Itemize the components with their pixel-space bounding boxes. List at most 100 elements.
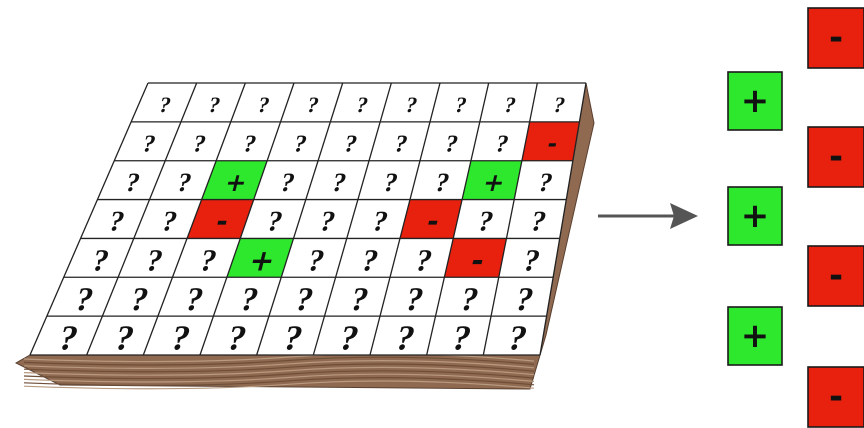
grid-cell-unknown [280, 83, 343, 122]
grid-cell-unknown [529, 83, 586, 122]
grid-cell-unknown [143, 316, 214, 355]
grid-col-line [426, 82, 490, 356]
positive-sample-box [727, 306, 783, 366]
grid-cell-unknown [390, 238, 454, 278]
grid-cell-positive [201, 160, 268, 200]
grid-cell-unknown [200, 316, 269, 355]
grid-col-line [256, 82, 344, 356]
negative-sample-box [807, 245, 864, 307]
grid-col-line [86, 82, 198, 356]
negative-sample-label: - [829, 377, 843, 417]
grid-col-line [482, 82, 538, 356]
positive-sample: + [727, 71, 783, 131]
grid-cell-unknown [426, 316, 491, 355]
negative-sample: - [807, 366, 864, 428]
negative-sample: - [807, 7, 864, 69]
block-stratum [23, 373, 535, 383]
grid-cell-unknown [471, 121, 530, 161]
positive-sample-label: + [741, 196, 770, 236]
negative-sample: - [807, 245, 864, 307]
grid-cell-unknown [435, 277, 499, 317]
block-stratum [23, 370, 535, 380]
negative-sample-box [807, 7, 864, 69]
grid-cell-negative [187, 199, 254, 239]
negative-sample-box [807, 366, 864, 428]
grid-col-line [312, 82, 392, 356]
grid-cell-unknown [131, 83, 197, 122]
grid-cell-unknown [269, 277, 336, 317]
negative-sample-label: - [829, 18, 843, 58]
grid-cell-unknown [216, 121, 281, 161]
grid-lines [29, 82, 587, 356]
grid-cell-unknown [181, 83, 246, 122]
block-stratum [23, 377, 535, 386]
grid-cell-unknown [324, 277, 390, 317]
grid-cell-unknown [370, 316, 436, 355]
grid-cell-unknown [172, 238, 241, 278]
block-strata [23, 353, 535, 390]
grid-cell-unknown [313, 316, 380, 355]
negative-sample-box [807, 126, 864, 188]
grid-cell-unknown [230, 83, 294, 122]
negative-sample: - [807, 126, 864, 188]
grid-cell-unknown [157, 277, 227, 317]
negative-sample-label: - [829, 137, 843, 177]
grid-cell-unknown [253, 160, 319, 200]
grid-cell-unknown [346, 199, 410, 239]
grid-cell-unknown [506, 199, 567, 239]
grid-cell-unknown [114, 121, 181, 161]
grid-cell-unknown [149, 160, 217, 200]
grid-cell-unknown [491, 277, 554, 317]
grid-cell-unknown [498, 238, 560, 278]
grid-cell-unknown [80, 199, 150, 239]
grid-cell-unknown [483, 316, 547, 355]
grid-cell-unknown [369, 121, 430, 161]
grid-cell-unknown [410, 160, 471, 200]
positive-sample-box [727, 71, 783, 131]
grid-cell-unknown [335, 238, 400, 278]
grid-cell-unknown [293, 199, 358, 239]
grid-cells [30, 83, 586, 355]
grid-cell-unknown [357, 160, 420, 200]
grid-col-line [142, 82, 246, 356]
grid-cell-unknown [380, 83, 440, 122]
grid-col-line [369, 82, 441, 356]
grid-cell-negative [444, 238, 507, 278]
grid-cell-unknown [97, 160, 166, 200]
block-stratum [23, 366, 535, 376]
grid-cell-positive [226, 238, 294, 278]
grid-block: ?????????????????-??+????+???-???-?????+… [14, 82, 595, 390]
grid-cell-unknown [102, 277, 173, 317]
grid-cell-unknown [165, 121, 231, 161]
arrow-head [670, 203, 698, 229]
positive-sample: + [727, 186, 783, 246]
grid-cell-unknown [213, 277, 282, 317]
grid-cell-unknown [330, 83, 392, 122]
grid-cell-unknown [514, 160, 573, 200]
grid-cell-unknown [118, 238, 187, 278]
positive-sample-label: + [741, 316, 770, 356]
grid-cell-unknown [240, 199, 306, 239]
positive-sample: + [727, 306, 783, 366]
negative-sample-label: - [829, 256, 843, 296]
grid-cell-unknown [479, 83, 538, 122]
grid-cell-unknown [46, 277, 119, 317]
block-stratum [23, 380, 535, 390]
block-stratum [23, 360, 535, 369]
grid-col-line [199, 82, 295, 356]
grid-col-line [29, 82, 149, 356]
block-stratum [23, 363, 535, 373]
positive-sample-box [727, 186, 783, 246]
grid-col-line [539, 82, 587, 356]
grid-cell-unknown [133, 199, 202, 239]
grid-cell-unknown [267, 121, 331, 161]
right-arrow-icon [598, 203, 698, 229]
grid-cell-unknown [420, 121, 480, 161]
grid-cell-unknown [305, 160, 369, 200]
grid-cell-negative [400, 199, 463, 239]
grid-cell-unknown [256, 316, 325, 355]
grid-cell-unknown [86, 316, 158, 355]
grid-cell-unknown [281, 238, 347, 278]
